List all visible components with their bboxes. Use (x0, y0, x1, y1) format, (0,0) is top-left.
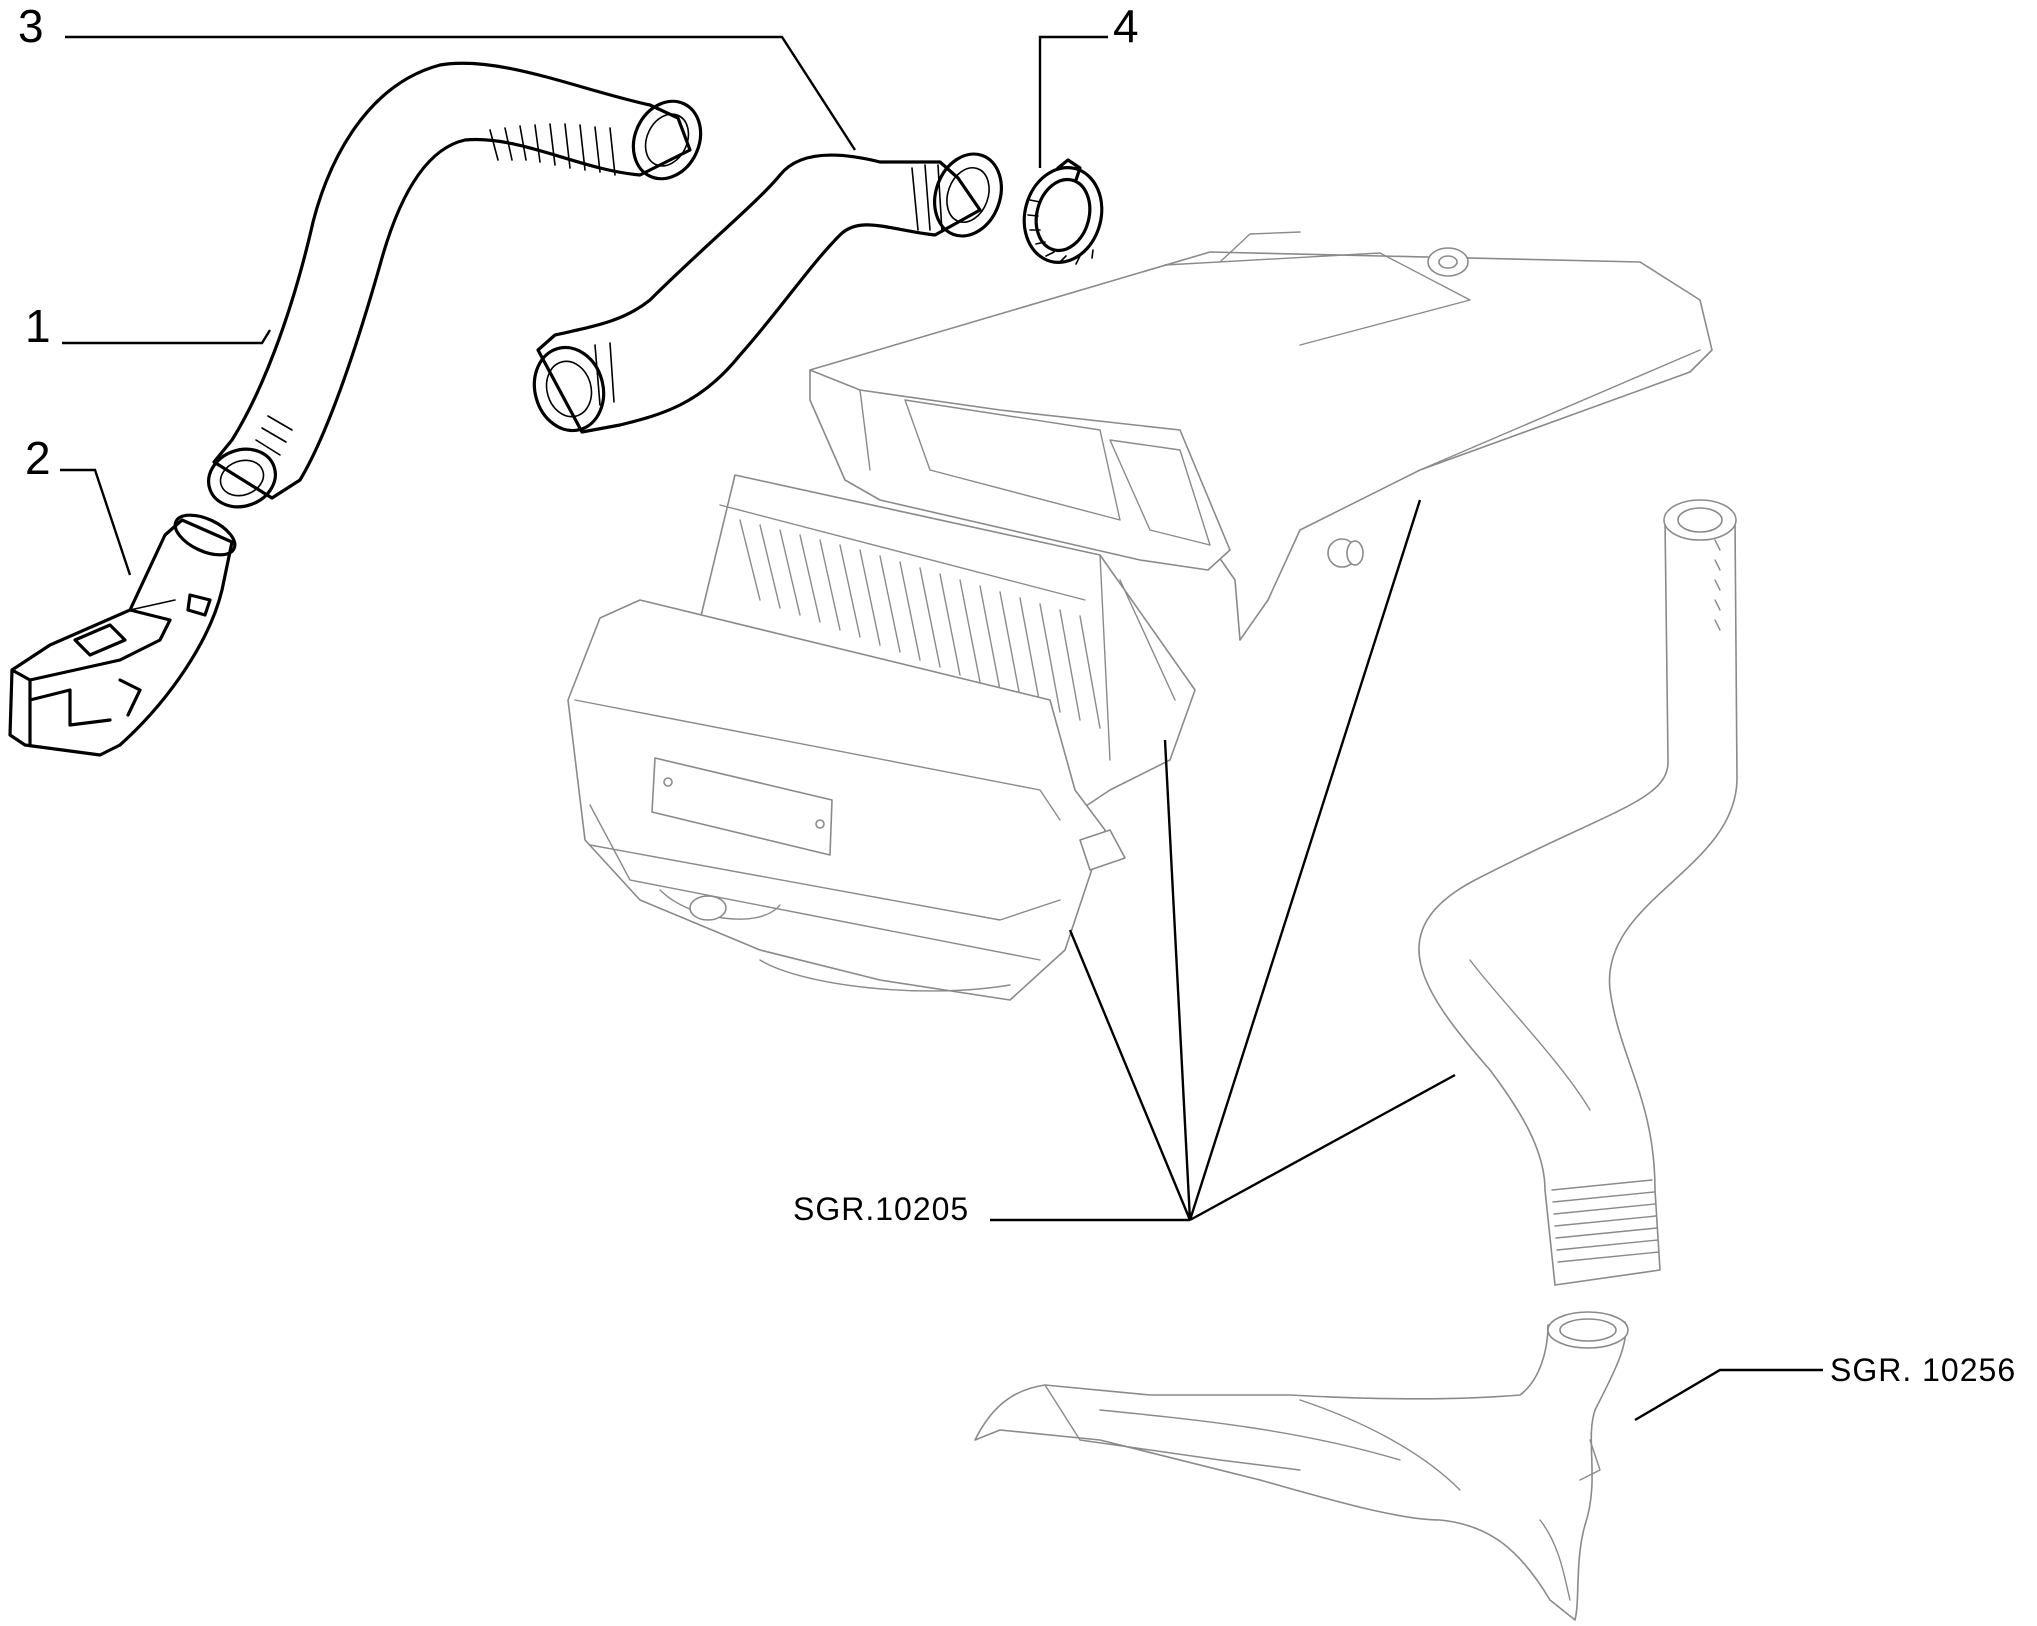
resonator-duct-ghost (974, 1311, 1629, 1621)
callout-3: 3 (18, 0, 44, 52)
reference-sgr-10205: SGR.10205 (793, 1191, 969, 1227)
callout-1: 1 (25, 300, 51, 352)
filter-pleats (719, 504, 1176, 761)
part-3-s-hose (532, 152, 1003, 434)
callout-labels: 1 2 3 4 SGR.10205 SGR. 10256 (18, 0, 2016, 1388)
part-1-corrugated-hose (207, 61, 703, 509)
callout-4: 4 (1113, 0, 1139, 52)
leader-lines (60, 35, 1823, 1422)
reference-sgr-10256: SGR. 10256 (1830, 1352, 2016, 1388)
air-filter-housing (567, 231, 1713, 1001)
part-2-intake-snorkel (8, 513, 237, 757)
part-4-hose-clamp (1022, 158, 1104, 265)
intake-hose-ghost (1418, 499, 1738, 1286)
callout-2: 2 (25, 432, 51, 484)
